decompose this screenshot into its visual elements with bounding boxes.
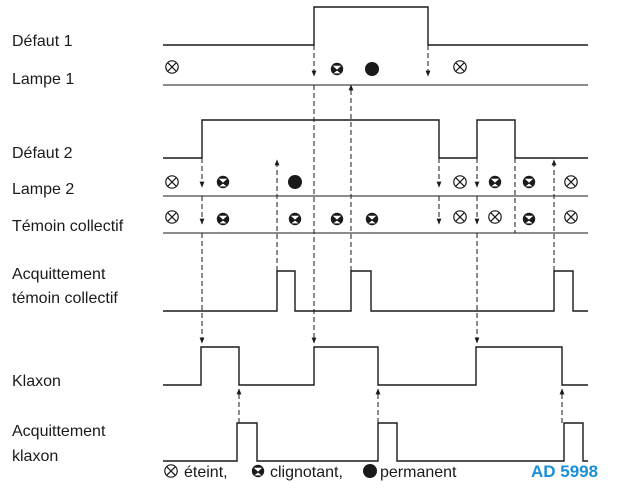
lampe1-off-icon-2 (453, 60, 467, 74)
label-temoin-collectif: Témoin collectif (12, 218, 124, 235)
label-defaut-2: Défaut 2 (12, 145, 73, 162)
lampe2-blink-icon-3 (522, 175, 536, 189)
lampe1-blink-icon (330, 62, 344, 76)
temoin-blink-icon (216, 212, 230, 226)
temoin-off-icon (165, 210, 179, 224)
acq-temoin-waveform (163, 270, 588, 312)
defaut-1-waveform (163, 6, 588, 46)
lampe2-off-icon-3 (564, 175, 578, 189)
lampe1-steady-icon (365, 62, 379, 76)
lampe2-blink-icon-2 (488, 175, 502, 189)
label-acq-klaxon-line2: klaxon (12, 448, 58, 465)
lampe2-off-icon-2 (453, 175, 467, 189)
label-acq-temoin-line2: témoin collectif (12, 290, 118, 307)
legend-off-icon (164, 464, 178, 478)
dashed-arrows (199, 45, 565, 423)
legend-steady-icon (363, 464, 377, 478)
temoin-off-icon-3 (488, 210, 502, 224)
lampe2-steady-icon (288, 175, 302, 189)
lampe1-off-icon (165, 60, 179, 74)
legend-steady-label: permanent (380, 464, 457, 481)
label-lampe-2: Lampe 2 (12, 181, 74, 198)
temoin-blink-icon-3 (330, 212, 344, 226)
defaut-2-waveform (163, 119, 588, 159)
label-klaxon: Klaxon (12, 373, 61, 390)
label-acq-temoin-line1: Acquittement (12, 266, 106, 283)
legend-blink-label: clignotant, (270, 464, 343, 481)
temoin-blink-icon-4 (365, 212, 379, 226)
legend-blink-icon (251, 464, 265, 478)
lampe2-blink-icon (216, 175, 230, 189)
temoin-off-icon-4 (564, 210, 578, 224)
lampe2-off-icon (165, 175, 179, 189)
label-lampe-1: Lampe 1 (12, 71, 74, 88)
klaxon-waveform (163, 346, 588, 386)
temoin-off-icon-2 (453, 210, 467, 224)
label-acq-klaxon-line1: Acquittement (12, 423, 106, 440)
legend-off-label: éteint, (184, 464, 228, 481)
label-defaut-1: Défaut 1 (12, 33, 73, 50)
temoin-blink-icon-2 (288, 212, 302, 226)
document-code: AD 5998 (531, 462, 598, 481)
temoin-blink-icon-5 (522, 212, 536, 226)
acq-klaxon-waveform (163, 422, 588, 462)
